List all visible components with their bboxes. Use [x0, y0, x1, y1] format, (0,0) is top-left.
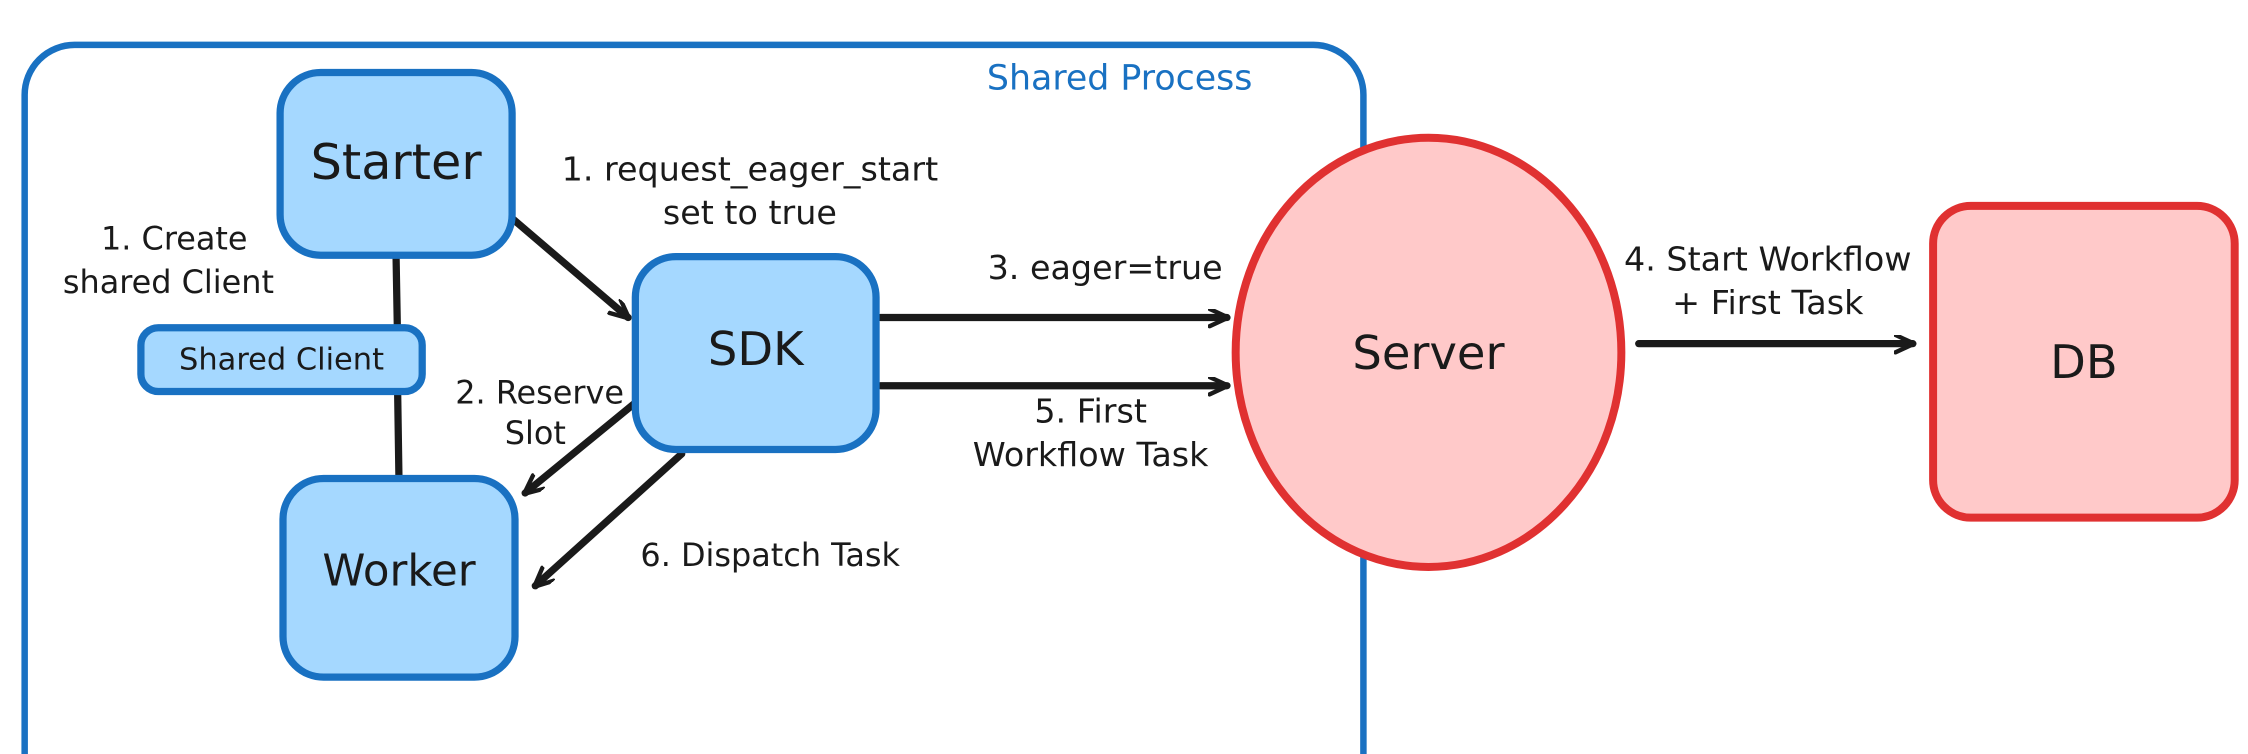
node-worker[interactable]: Worker — [279, 474, 519, 681]
node-db[interactable]: DB — [1929, 201, 2239, 522]
shared-client-label: Shared Client — [179, 343, 384, 378]
edge-reserve-slot: 2. Reserve Slot — [455, 373, 650, 497]
sdk-label: SDK — [708, 322, 805, 376]
starter-label: Starter — [311, 133, 483, 191]
node-sdk[interactable]: SDK — [631, 253, 880, 454]
server-ellipse[interactable] — [1231, 133, 1626, 571]
edge-label-reserve-slot-line2: Slot — [505, 414, 566, 452]
shared-client-box[interactable] — [137, 324, 426, 396]
edge-label-start-workflow-line1: 4. Start Workflow — [1624, 240, 1912, 279]
dispatch-task-arrow — [531, 450, 686, 590]
node-server[interactable]: Server — [1231, 133, 1626, 571]
edge-label-dispatch-task: 6. Dispatch Task — [640, 536, 900, 574]
edge-label-reserve-slot-line1: 2. Reserve — [455, 373, 624, 411]
edge-label-first-workflow-task-line2: Workflow Task — [973, 435, 1209, 474]
sdk-box[interactable] — [631, 253, 880, 454]
edge-label-eager-true: 3. eager=true — [988, 248, 1223, 287]
edge-label-create-shared-client-line2: shared Client — [63, 263, 274, 301]
node-shared-client[interactable]: Shared Client — [137, 324, 426, 396]
edge-label-create-shared-client-line1: 1. Create — [101, 220, 248, 258]
db-label: DB — [2050, 335, 2118, 389]
edge-eager-true: 3. eager=true — [876, 248, 1231, 317]
reserve-slot-arrow — [521, 390, 650, 497]
edge-create-shared-client: 1. Create shared Client — [63, 220, 403, 486]
edge-first-workflow-task: 5. First Workflow Task — [876, 386, 1231, 474]
edge-label-request-eager-start-line1: 1. request_eager_start — [562, 150, 939, 189]
shared-process-label: Shared Process — [987, 59, 1253, 99]
starter-box[interactable] — [276, 68, 516, 259]
worker-label: Worker — [322, 547, 475, 597]
node-starter[interactable]: Starter — [276, 68, 516, 259]
edge-request-eager-start: 1. request_eager_start set to true — [504, 150, 939, 322]
edge-label-first-workflow-task-line1: 5. First — [1034, 392, 1147, 431]
worker-box[interactable] — [279, 474, 519, 681]
edge-dispatch-task: 6. Dispatch Task — [531, 450, 901, 590]
edge-label-start-workflow-line2: + First Task — [1672, 283, 1864, 322]
db-box[interactable] — [1929, 201, 2239, 522]
request-eager-start-arrow — [504, 210, 632, 322]
server-label: Server — [1352, 326, 1505, 380]
edge-start-workflow-first-task: 4. Start Workflow + First Task — [1624, 240, 1917, 344]
edge-label-request-eager-start-line2: set to true — [663, 193, 837, 232]
